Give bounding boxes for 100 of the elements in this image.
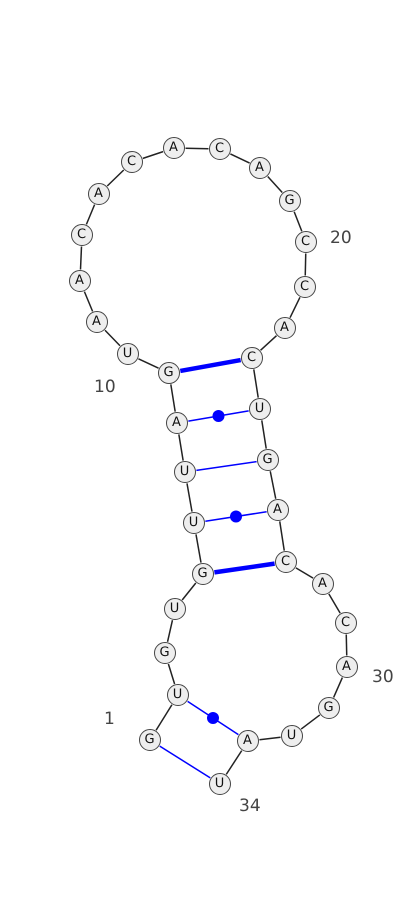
base-letter: U: [172, 688, 182, 701]
base-letter: G: [159, 646, 170, 659]
nucleotide-circle: [192, 562, 214, 584]
nucleotide-circle: [158, 362, 180, 384]
base-pair-line: [187, 700, 239, 736]
backbone-line: [260, 335, 277, 351]
nucleotide-circle: [318, 696, 340, 718]
base-letter: G: [262, 453, 273, 466]
base-letter: G: [197, 567, 208, 580]
nucleotide-circle: [208, 138, 230, 160]
backbone-line: [195, 534, 202, 563]
backbone-line: [267, 176, 283, 193]
backbone-line: [84, 291, 94, 312]
nucleotide-circle: [334, 612, 356, 634]
nucleotide-circle: [274, 550, 296, 572]
nucleotide-circle: [256, 448, 278, 470]
nucleotide-circle: [70, 224, 92, 246]
base-letter: G: [163, 366, 174, 379]
backbone-line: [226, 750, 242, 775]
backbone-line: [86, 204, 96, 225]
backbone-line: [253, 369, 259, 398]
base-pair-line: [188, 410, 249, 422]
backbone-line: [270, 471, 276, 499]
position-number: 20: [330, 228, 352, 248]
base-letter: C: [300, 280, 310, 293]
backbone-line: [185, 148, 209, 150]
base-letter: U: [122, 347, 132, 360]
backbone-line: [168, 664, 176, 684]
nucleotide-circle: [138, 728, 160, 750]
backbone-line: [166, 620, 174, 642]
base-pair-line: [180, 358, 242, 374]
backbone-line: [106, 169, 124, 187]
nucleotide-circle: [174, 460, 196, 482]
base-letter: A: [92, 315, 101, 328]
nucleotide-circle: [280, 724, 302, 746]
position-number: 10: [94, 377, 116, 397]
backbone-line: [182, 582, 196, 600]
backbone-line: [155, 704, 173, 731]
backbone-line: [328, 594, 341, 614]
nucleotide-circle: [120, 150, 142, 172]
nucleotide-circle: [68, 270, 90, 292]
nucleotide-circle: [312, 572, 334, 594]
base-letter: A: [172, 416, 181, 429]
backbone-line: [293, 211, 303, 232]
position-number: 34: [239, 796, 261, 816]
base-letter: U: [254, 402, 264, 415]
nucleotide-circle: [266, 498, 288, 520]
nucleotide-circle: [248, 398, 270, 420]
backbone-line: [259, 736, 281, 740]
nucleotide-circle: [208, 772, 230, 794]
base-letter: C: [76, 228, 86, 241]
base-letter: A: [94, 187, 103, 200]
base-letter: U: [286, 729, 296, 742]
nucleotide-circle: [278, 190, 300, 212]
base-letter: G: [144, 733, 155, 746]
base-letter: A: [169, 141, 178, 154]
backbone-line: [142, 150, 164, 160]
backbone-line: [332, 677, 344, 698]
backbone-line: [170, 384, 176, 412]
base-letter: A: [255, 161, 264, 174]
backbone-line: [300, 714, 320, 730]
backbone-line: [346, 634, 348, 656]
base-letter: A: [280, 321, 289, 334]
nucleotide-circle: [116, 342, 138, 364]
base-letter: C: [126, 155, 136, 168]
base-letter: G: [323, 701, 334, 714]
position-number: 30: [372, 667, 394, 687]
nucleotide-circle: [166, 412, 188, 434]
base-pair-line: [205, 511, 267, 522]
nucleotide-circle: [294, 276, 316, 298]
base-pair-line: [214, 561, 275, 575]
nucleotide-circle: [240, 346, 262, 368]
base-letter: C: [214, 142, 224, 155]
base-letter: C: [340, 616, 350, 629]
base-letter: U: [170, 602, 180, 615]
nucleotide-circle: [336, 656, 358, 678]
nucleotide-circle: [154, 642, 176, 664]
backbone-line: [279, 521, 285, 551]
nucleotide-circle: [86, 310, 108, 332]
nucleotide-circle: [274, 316, 296, 338]
nucleotide-circle: [88, 182, 110, 204]
backbone-line: [296, 567, 314, 579]
nucleotide-circle: [166, 684, 188, 706]
base-letter: G: [284, 194, 295, 207]
base-letter: A: [342, 660, 351, 673]
nucleotide-circle: [162, 136, 184, 158]
base-letter: C: [280, 555, 290, 568]
nucleotide-circle: [236, 730, 258, 752]
backbone-line: [304, 253, 306, 276]
nucleotide-circle: [164, 598, 186, 620]
base-letter: U: [214, 777, 224, 790]
base-letter: A: [273, 503, 282, 516]
base-pair-line: [159, 745, 211, 779]
nucleotide-circle: [294, 230, 316, 252]
nucleotide-circle: [182, 512, 204, 534]
position-number: 1: [104, 709, 115, 729]
backbone-line: [261, 420, 267, 449]
base-letter: C: [300, 235, 310, 248]
nucleotide-circle: [248, 156, 270, 178]
base-letter: A: [243, 734, 252, 747]
